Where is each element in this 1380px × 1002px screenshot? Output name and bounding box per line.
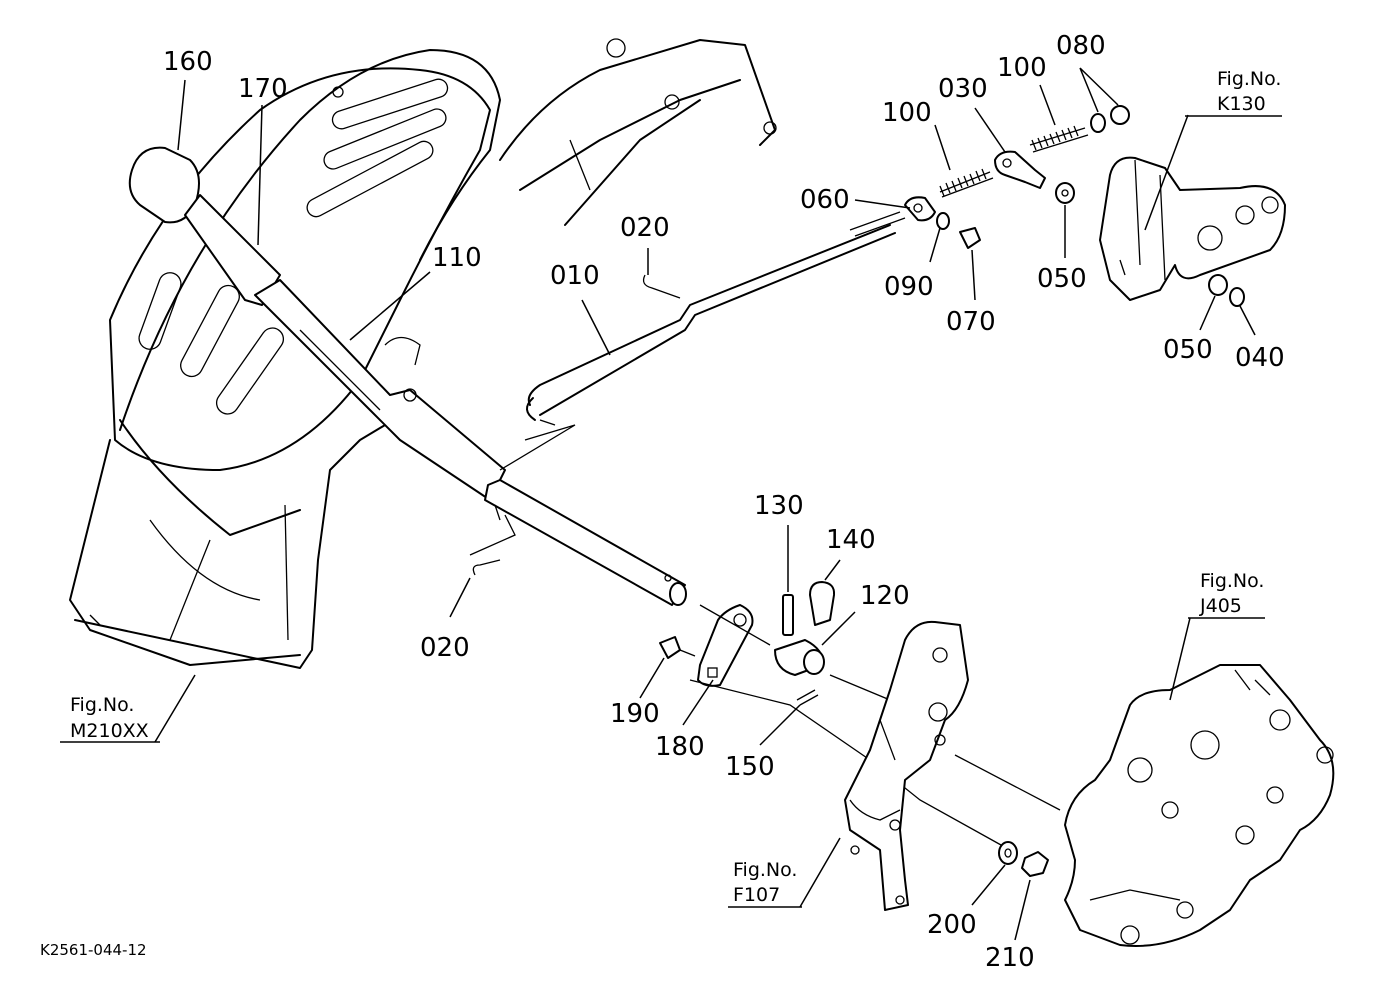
shift-lever [128,146,506,501]
bracket-f107 [844,620,969,911]
callout-160: 160 [163,47,213,77]
figref-k130-value: K130 [1217,93,1266,115]
figref-m210xx-label: Fig.No. [70,694,134,716]
callout-100-right: 100 [997,53,1047,83]
callout-170: 170 [238,74,288,104]
callout-050-lower: 050 [1163,335,1213,365]
housing-k130 [1099,156,1286,301]
callout-130: 130 [754,491,804,521]
diagram-code: K2561-044-12 [40,941,147,959]
rod-end-hardware [904,105,1245,307]
figref-f107-value: F107 [733,884,780,906]
callout-140: 140 [826,525,876,555]
callout-190: 190 [610,699,660,729]
figure-references: Fig.No. K130 Fig.No. J405 Fig.No. M210XX… [70,68,1281,906]
callout-200: 200 [927,910,977,940]
callout-labels: 160 170 110 010 020 020 060 100 030 100 … [163,31,1285,973]
fender-panel [69,38,626,669]
control-rod [499,211,906,471]
callout-120: 120 [860,581,910,611]
callout-100-left: 100 [882,98,932,128]
figref-k130-label: Fig.No. [1217,68,1281,90]
valve-j405 [1064,664,1335,947]
figref-j405-value: J405 [1199,595,1242,617]
figref-f107-label: Fig.No. [733,859,797,881]
callout-050-upper: 050 [1037,264,1087,294]
callout-030: 030 [938,74,988,104]
frame-bracket [499,39,777,226]
callout-210: 210 [985,943,1035,973]
spring-left [939,168,994,198]
callout-080: 080 [1056,31,1106,61]
lower-linkage [659,581,1061,851]
pin-020-upper [642,274,681,299]
callout-020-upper: 020 [620,213,670,243]
callout-110: 110 [432,243,482,273]
spring-right [1029,125,1089,153]
figref-m210xx-value: M210XX [70,720,149,742]
pin-020-lower [469,514,516,576]
figref-j405-label: Fig.No. [1200,570,1264,592]
platform-slots [138,78,449,415]
callout-010: 010 [550,261,600,291]
callout-040: 040 [1235,343,1285,373]
callout-180: 180 [655,732,705,762]
callout-090: 090 [884,272,934,302]
callout-060: 060 [800,185,850,215]
washer-nut-lower [998,841,1049,877]
cross-shaft [484,479,687,606]
callout-150: 150 [725,752,775,782]
callout-020-lower: 020 [420,633,470,663]
lever-arm [254,279,506,501]
leader-lines [60,67,1282,941]
callout-070: 070 [946,307,996,337]
